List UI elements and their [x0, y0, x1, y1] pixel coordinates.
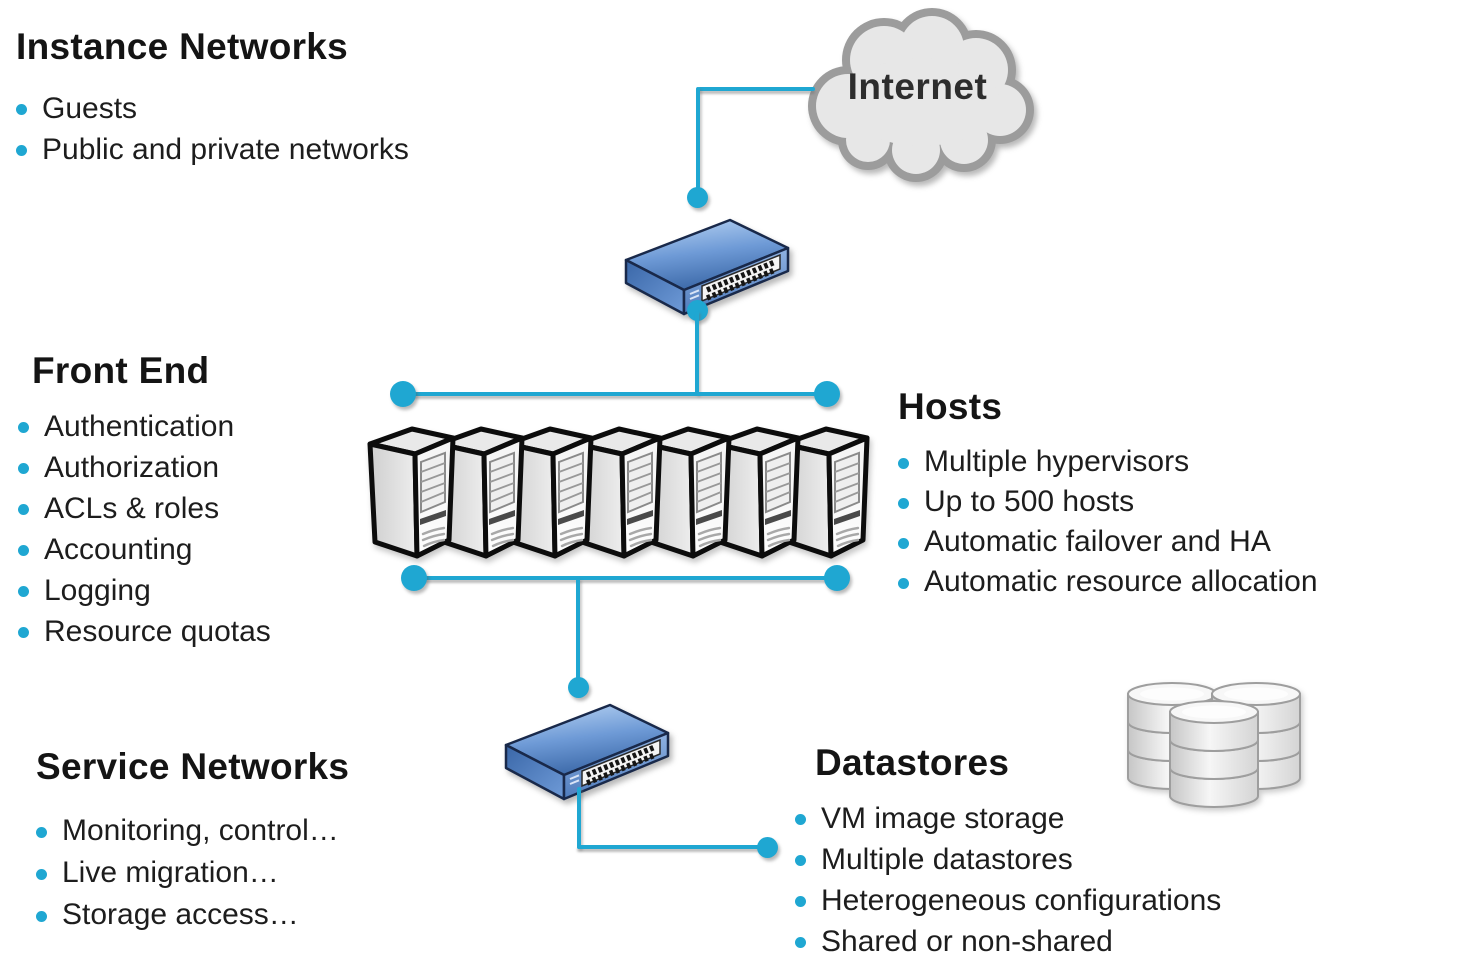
datastores-title: Datastores	[815, 742, 1010, 783]
bullet-icon	[898, 457, 909, 469]
network-bus-top	[401, 392, 829, 396]
connector-dot	[568, 677, 589, 698]
connector-dot	[757, 837, 778, 858]
list-item: Shared or non-shared	[795, 921, 1221, 962]
list-item: Public and private networks	[16, 129, 409, 170]
service-networks-list: Monitoring, control… Live migration… Sto…	[36, 810, 349, 936]
datastores-list: VM image storage Multiple datastores Het…	[795, 798, 1221, 962]
section-service-networks: Service Networks Monitoring, control… Li…	[36, 746, 349, 936]
instance-networks-title: Instance Networks	[16, 26, 349, 67]
list-item: Live migration…	[36, 852, 349, 894]
bullet-icon	[18, 504, 29, 515]
bullet-icon	[36, 868, 47, 880]
bus-endpoint-dot	[814, 381, 840, 407]
list-item: Authentication	[18, 406, 271, 447]
bus-endpoint-dot	[390, 381, 416, 407]
list-item: Multiple hypervisors	[898, 442, 1318, 482]
instance-networks-list: Guests Public and private networks	[16, 88, 409, 170]
hosts-list: Multiple hypervisors Up to 500 hosts Aut…	[898, 442, 1318, 602]
bullet-icon	[898, 577, 909, 589]
list-item: Automatic failover and HA	[898, 522, 1318, 562]
list-item: Authorization	[18, 447, 271, 488]
list-item: Monitoring, control…	[36, 810, 349, 852]
list-item: Storage access…	[36, 894, 349, 936]
bullet-icon	[16, 145, 27, 156]
datastore-disk-stack-icon	[1127, 682, 1301, 808]
connector-dot	[687, 300, 708, 321]
bullet-icon	[18, 422, 29, 433]
server-cluster-icon	[360, 420, 882, 568]
list-item: VM image storage	[795, 798, 1221, 839]
list-item: Multiple datastores	[795, 839, 1221, 880]
connector-switch-to-bus	[695, 311, 699, 395]
bullet-icon	[795, 896, 806, 907]
bullet-icon	[36, 910, 47, 922]
connector-bus-to-switch	[576, 578, 580, 680]
list-item: Accounting	[18, 529, 271, 570]
bullet-icon	[898, 497, 909, 509]
internet-cloud-icon	[808, 8, 1034, 182]
section-front-end: Front End Authentication Authorization A…	[18, 350, 271, 652]
connector-cloud-horizontal	[698, 87, 815, 91]
bullet-icon	[18, 627, 29, 638]
bullet-icon	[18, 545, 29, 556]
bullet-icon	[16, 104, 27, 115]
connector-switch-to-datastores-vertical	[577, 787, 581, 849]
list-item: Automatic resource allocation	[898, 562, 1318, 602]
bus-endpoint-dot	[824, 565, 850, 591]
bullet-icon	[36, 826, 47, 838]
bullet-icon	[795, 814, 806, 825]
section-hosts: Hosts Multiple hypervisors Up to 500 hos…	[898, 386, 1318, 602]
bullet-icon	[795, 855, 806, 866]
front-end-title: Front End	[32, 350, 210, 391]
bullet-icon	[18, 586, 29, 597]
bullet-icon	[898, 537, 909, 549]
list-item: ACLs & roles	[18, 488, 271, 529]
section-instance-networks: Instance Networks Guests Public and priv…	[16, 26, 409, 170]
bus-endpoint-dot	[401, 565, 427, 591]
list-item: Up to 500 hosts	[898, 482, 1318, 522]
hosts-title: Hosts	[898, 386, 1003, 427]
list-item: Heterogeneous configurations	[795, 880, 1221, 921]
section-datastores: Datastores VM image storage Multiple dat…	[795, 742, 1221, 962]
bullet-icon	[18, 463, 29, 474]
connector-cloud-vertical	[696, 87, 700, 189]
list-item: Logging	[18, 570, 271, 611]
network-bus-bottom	[413, 576, 838, 580]
front-end-list: Authentication Authorization ACLs & role…	[18, 406, 271, 652]
connector-dot	[687, 187, 708, 208]
bullet-icon	[795, 937, 806, 948]
network-switch-top-icon	[616, 210, 800, 317]
connector-switch-to-datastores-horizontal	[577, 845, 767, 849]
service-networks-title: Service Networks	[36, 746, 350, 787]
internet-label: Internet	[847, 66, 988, 107]
network-switch-bottom-icon	[496, 695, 680, 802]
list-item: Guests	[16, 88, 409, 129]
list-item: Resource quotas	[18, 611, 271, 652]
